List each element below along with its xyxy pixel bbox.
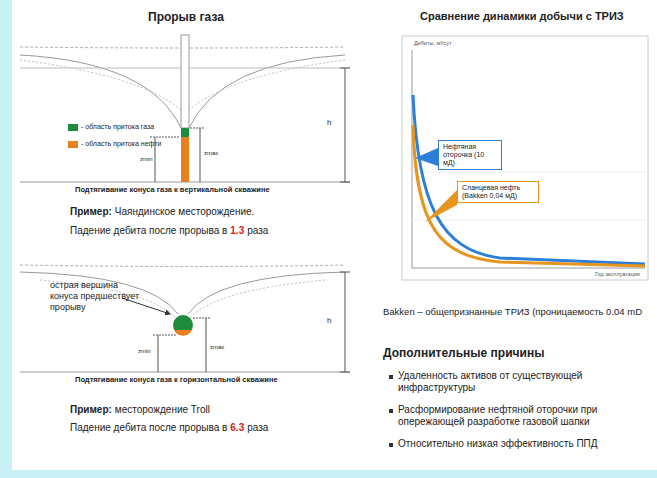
bullet-marker [389,443,393,447]
bullet-marker [389,409,393,413]
label: Падение дебита после прорыва в [70,225,227,237]
label: 1.3 [230,225,244,237]
label: месторождение Troll [115,404,210,416]
callout-text: Нефтяная оторочка (10 мД) [443,143,497,167]
label: Удаленность активов от существующей инфр… [398,370,643,394]
label: Сравнение динамики добычи с ТРИЗ [420,10,624,23]
legend-text: - область притока газа [81,123,154,131]
label: zmin [138,348,151,355]
label: 6.3 [230,422,244,434]
label: zmax [204,150,218,157]
label: Чаяндинское месторождение. [115,206,255,218]
label: Подтягивание конуса газа к вертикальной … [75,185,270,194]
label: раза [247,225,268,237]
label: Дебиты, м³/сут [414,40,452,47]
label: Год эксплуатации [595,271,640,278]
label: Bakken – общепризнанные ТРИЗ (проницаемо… [383,306,642,317]
label: раза [247,422,268,434]
label: h [327,316,331,326]
label: Прорыв газа [148,10,224,24]
legend-swatch [68,124,78,131]
label: zmin [140,156,153,163]
callout-text: Сланцевая нефть (Bakken 0,04 мД) [462,184,534,200]
label: Подтягивание конуса газа к горизонтально… [75,375,278,384]
legend-swatch [68,141,78,148]
callout-box: Нефтяная оторочка (10 мД) [438,140,502,170]
label: острая вершина конуса предшествует проры… [50,280,140,312]
label: h [327,118,331,128]
label: Относительно низкая эффективность ППД [398,438,643,450]
callout-box: Сланцевая нефть (Bakken 0,04 мД) [457,181,539,203]
bullet-marker [389,375,393,379]
label: Расформирование нефтяной оторочки при оп… [398,404,643,428]
label: Дополнительные причины [383,346,544,360]
label: Падение дебита после прорыва в [70,422,227,434]
label: Пример: [70,404,112,416]
label: Пример: [70,206,112,218]
label: zmax [210,344,224,351]
legend-text: - область притока нефти [81,140,161,148]
